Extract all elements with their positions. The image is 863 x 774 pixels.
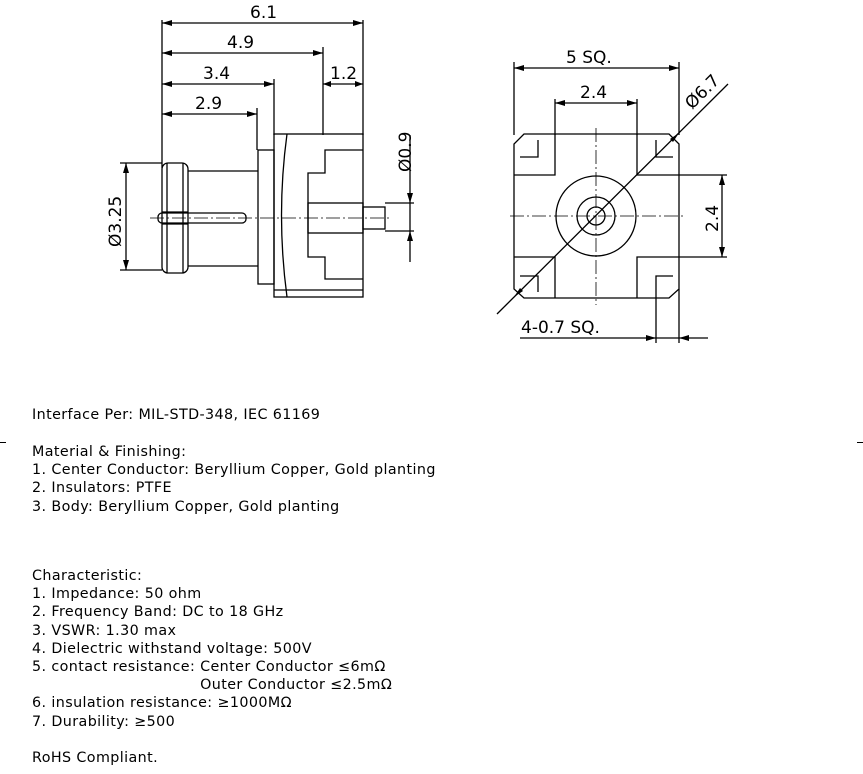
characteristic-item: 6. insulation resistance: ≥1000MΩ bbox=[32, 695, 292, 712]
dim-pad-spacing-vertical: 2.4 bbox=[703, 205, 723, 232]
material-item: 3. Body: Beryllium Copper, Gold planting bbox=[32, 498, 340, 515]
dim-body-square: 5 SQ. bbox=[566, 48, 612, 68]
rohs-statement: RoHS Compliant. bbox=[32, 750, 159, 766]
dim-body-length: 3.4 bbox=[203, 64, 230, 84]
dim-diagonal-diameter: Ø6.7 bbox=[681, 71, 724, 114]
material-heading: Material & Finishing: bbox=[32, 444, 187, 460]
side-view: 6.1 4.9 3.4 2.9 1.2 bbox=[106, 3, 416, 298]
characteristic-item: Outer Conductor ≤2.5mΩ bbox=[32, 677, 393, 694]
technical-drawing: 6.1 4.9 3.4 2.9 1.2 bbox=[106, 3, 729, 343]
edge-tick-right bbox=[857, 442, 863, 443]
characteristic-item: 2. Frequency Band: DC to 18 GHz bbox=[32, 604, 284, 621]
notes-characteristic: Characteristic: 1. Impedance: 50 ohm 2. … bbox=[32, 567, 392, 731]
notes-interface: Interface Per: MIL-STD-348, IEC 61169 bbox=[32, 406, 320, 424]
characteristic-heading: Characteristic: bbox=[32, 568, 143, 584]
characteristic-item: 3. VSWR: 1.30 max bbox=[32, 622, 177, 639]
dim-insulator-length: 2.9 bbox=[195, 94, 222, 114]
notes-rohs: RoHS Compliant. bbox=[32, 749, 158, 767]
dim-pad-spacing-horizontal: 2.4 bbox=[580, 83, 607, 103]
characteristic-item: 7. Durability: ≥500 bbox=[32, 713, 176, 730]
dim-sleeve-diameter: Ø3.25 bbox=[106, 196, 126, 247]
characteristic-item: 4. Dielectric withstand voltage: 500V bbox=[32, 640, 312, 657]
top-view: 5 SQ. 2.4 Ø6.7 bbox=[496, 48, 729, 343]
material-item: 1. Center Conductor: Beryllium Copper, G… bbox=[32, 462, 436, 479]
material-item: 2. Insulators: PTFE bbox=[32, 480, 172, 497]
characteristic-item: 1. Impedance: 50 ohm bbox=[32, 586, 202, 603]
dim-overall-length: 6.1 bbox=[250, 3, 277, 23]
dim-leg-width: 1.2 bbox=[330, 64, 357, 84]
dim-pad-size: 4-0.7 SQ. bbox=[521, 318, 600, 338]
edge-tick-left bbox=[0, 442, 6, 443]
dim-flange-length: 4.9 bbox=[227, 33, 254, 53]
notes-material: Material & Finishing: 1. Center Conducto… bbox=[32, 443, 436, 516]
characteristic-item: 5. contact resistance: Center Conductor … bbox=[32, 659, 386, 676]
dim-pin-diameter: Ø0.9 bbox=[396, 132, 416, 172]
interface-spec: Interface Per: MIL-STD-348, IEC 61169 bbox=[32, 407, 321, 423]
